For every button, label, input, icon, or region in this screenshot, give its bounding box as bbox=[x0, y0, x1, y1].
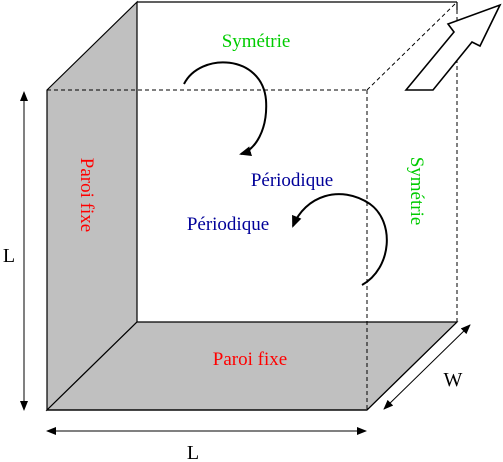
width-dimension-label: W bbox=[444, 369, 463, 391]
bottom-wall-label: Paroi fixe bbox=[213, 349, 287, 370]
length-dimension-label: L bbox=[187, 442, 199, 462]
curved-arrow-icon bbox=[183, 61, 268, 157]
flow-direction-arrow-icon bbox=[404, 3, 502, 91]
height-dimension-label: L bbox=[3, 245, 15, 267]
left-wall-label: Paroi fixe bbox=[76, 158, 97, 232]
symmetry-top-label: Symétrie bbox=[222, 31, 291, 52]
periodic-front-label: Périodique bbox=[251, 170, 333, 191]
curved-arrow-icon bbox=[292, 193, 388, 286]
periodic-back-label: Périodique bbox=[187, 214, 269, 235]
symmetry-side-label: Symétrie bbox=[406, 157, 427, 226]
width-dimension-arrow bbox=[383, 324, 471, 410]
